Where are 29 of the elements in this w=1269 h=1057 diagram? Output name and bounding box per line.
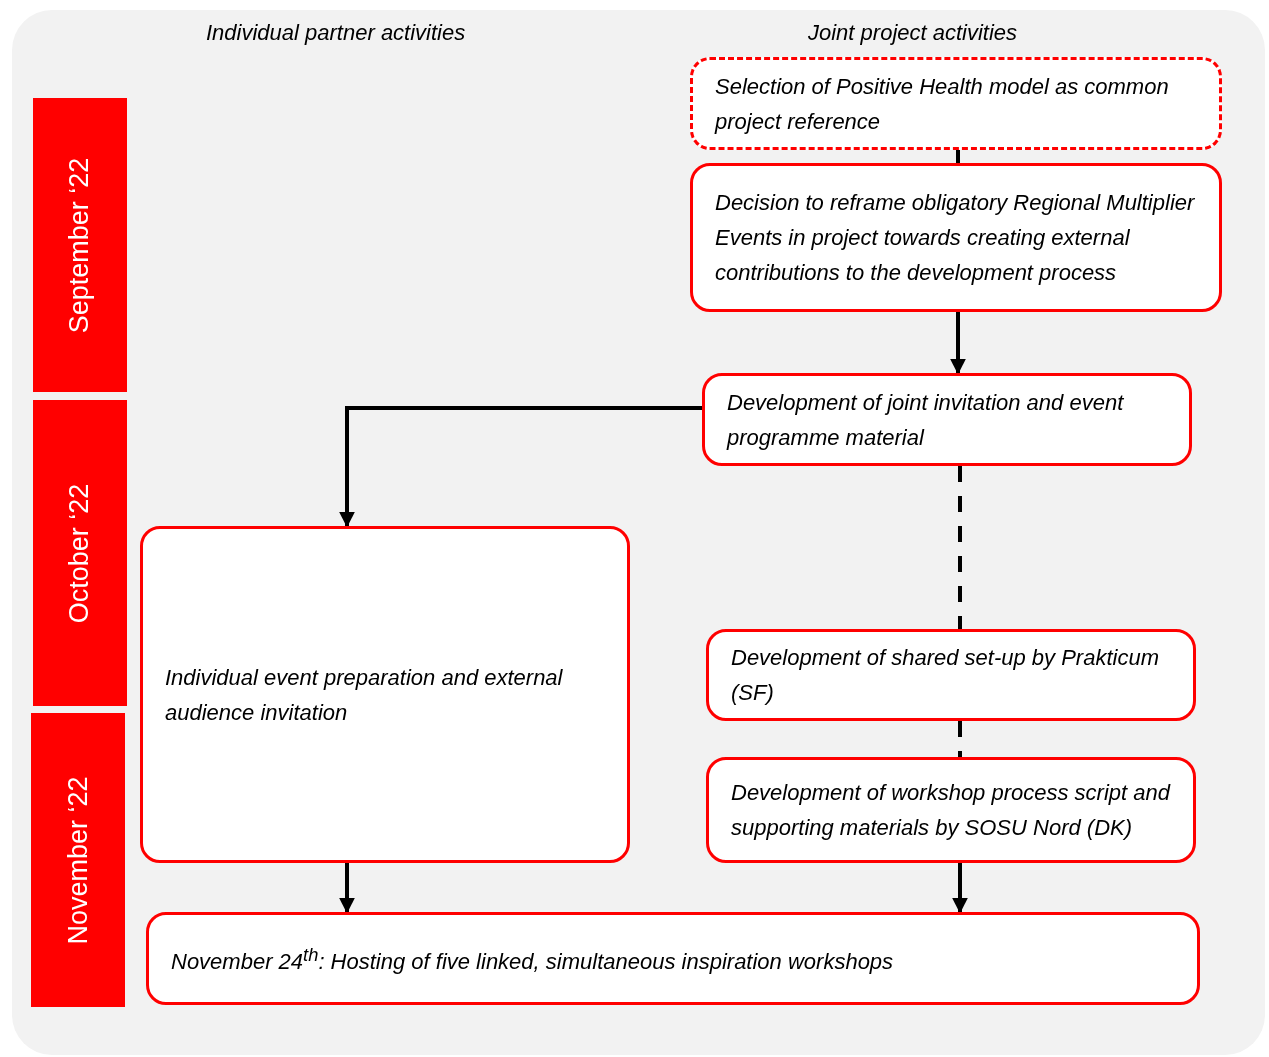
box-text: November 24$^{th}$: Hosting of five linked, simultaneous inspiration workshops: [171, 943, 894, 977]
column-heading: Joint project activities: [808, 20, 1018, 46]
box-text: Selection of Positive Health model as common project reference: [715, 72, 1170, 136]
month-label: November ‘22: [62, 775, 94, 945]
process-box: [140, 526, 630, 863]
month-label: October ‘22: [64, 483, 96, 623]
box-text: Development of joint invitation and event programme material: [727, 388, 1125, 452]
process-box: [690, 57, 1222, 150]
process-box: [146, 912, 1200, 1005]
month-label: September ‘22: [64, 157, 96, 333]
month-band: [33, 98, 127, 392]
month-band: [31, 713, 125, 1007]
box-text: Development of workshop process script and supporting materials by SOSU Nord (DK): [731, 779, 1171, 842]
box-text: Development of shared set-up by Prakticum (SF): [731, 644, 1160, 707]
box-text: Decision to reframe obligatory Regional Multiplier Events in project towards creating external contributions to the development process: [715, 189, 1196, 287]
process-box: [702, 373, 1192, 466]
box-text: Individual event preparation and external audience invitation: [165, 663, 564, 727]
connector-line: [956, 150, 960, 163]
month-band: [33, 400, 127, 706]
arrow: [952, 863, 968, 914]
arrow: [339, 863, 355, 914]
arrow: [339, 406, 702, 528]
connector-line: [958, 466, 962, 629]
column-heading: Individual partner activities: [206, 20, 466, 46]
process-box: [690, 163, 1222, 312]
arrow: [950, 312, 966, 375]
process-box: [706, 757, 1196, 863]
process-box: [706, 629, 1196, 721]
connector-line: [958, 721, 962, 757]
